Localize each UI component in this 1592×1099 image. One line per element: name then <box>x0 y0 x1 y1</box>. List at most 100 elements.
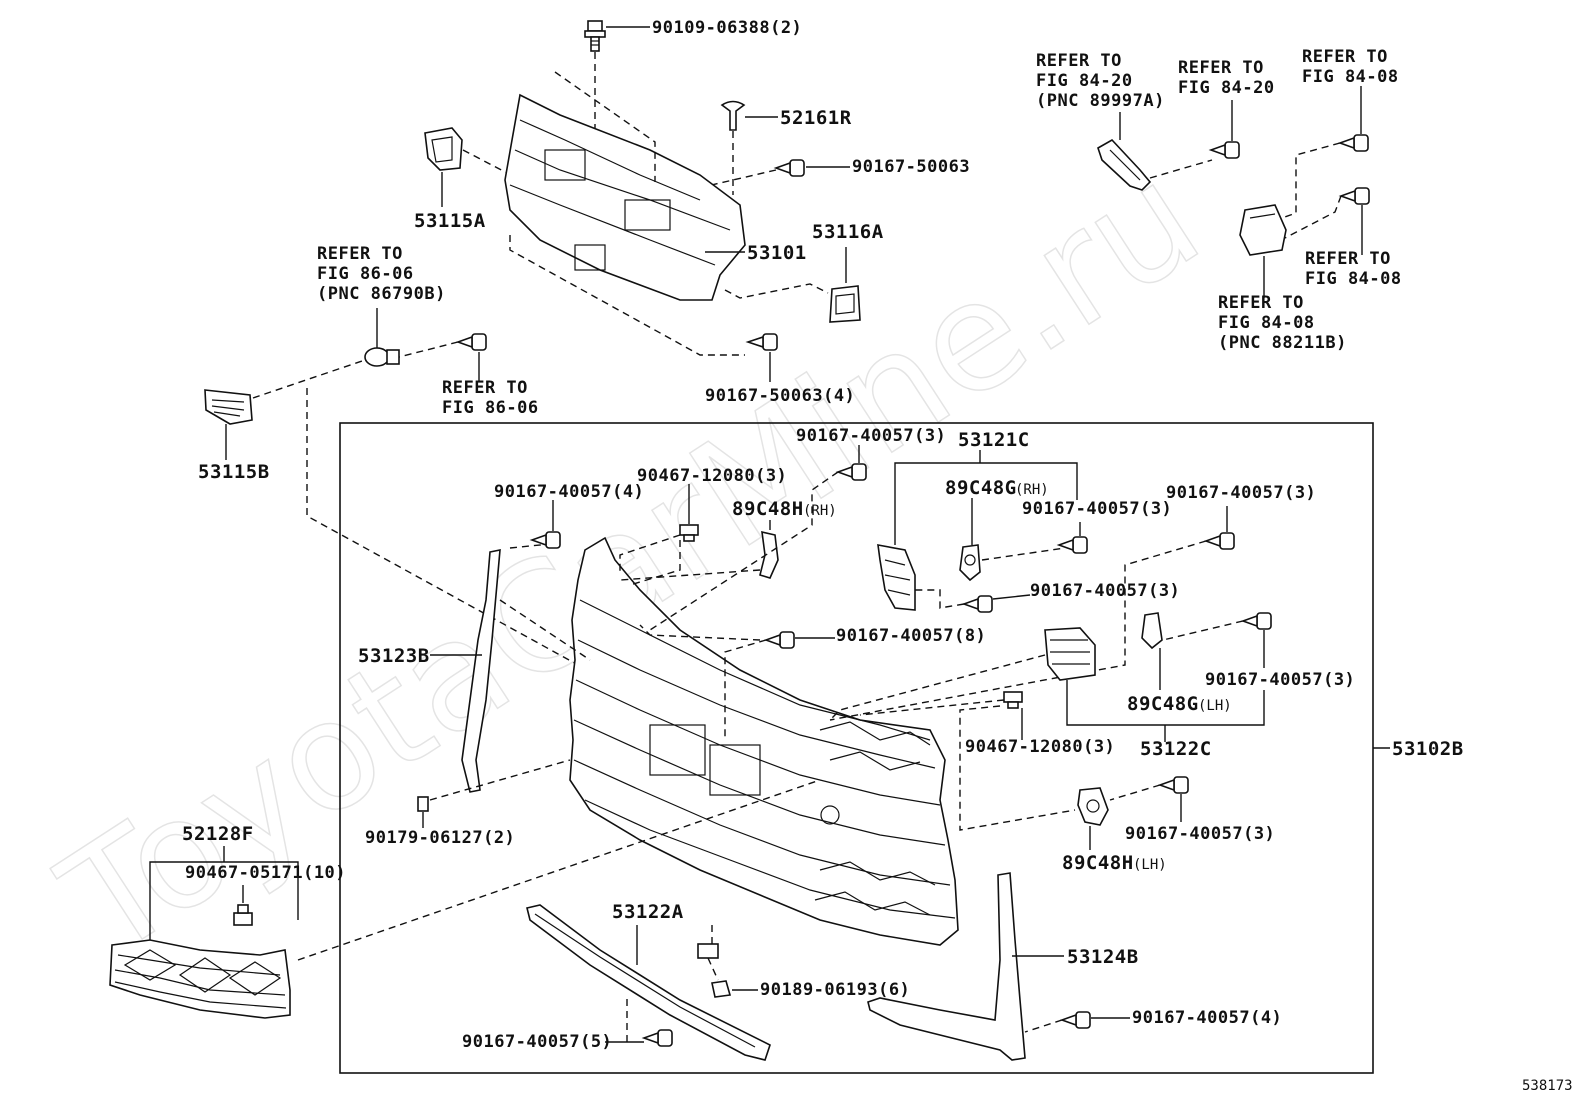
svg-text:FIG 84-20: FIG 84-20 <box>1178 78 1275 98</box>
label-clip-upper: 90467-12080(3) <box>637 466 787 486</box>
svg-text:FIG 86-06: FIG 86-06 <box>442 398 539 418</box>
screw-center-icon <box>763 631 795 649</box>
refer-84-20-pnc: REFER TO FIG 84-20 (PNC 89997A) <box>1036 51 1165 111</box>
radiator-grille-body <box>569 536 959 946</box>
bracket-53115B-icon <box>204 389 253 425</box>
svg-text:(PNC 86790B): (PNC 86790B) <box>317 284 446 304</box>
bracket-89C48H-LH-icon <box>1077 787 1109 826</box>
clip-mid-icon <box>1003 691 1023 709</box>
bracket-89C48G-RH-icon <box>959 544 981 582</box>
label-53115B: 53115B <box>198 461 270 483</box>
label-screw-89C48H-LH: 90167-40057(3) <box>1125 824 1275 844</box>
refer-84-08-top: REFER TO FIG 84-08 <box>1302 47 1399 87</box>
label-screw-90167-50063: 90167-50063 <box>852 157 970 177</box>
screw-89C48H-LH-icon <box>1157 776 1189 794</box>
label-53116A: 53116A <box>812 221 884 243</box>
molding-53122A-icon <box>526 904 771 1061</box>
label-53102B: 53102B <box>1392 738 1464 760</box>
label-screw-right-rh: 90167-40057(3) <box>1022 499 1172 519</box>
svg-text:REFER TO: REFER TO <box>442 378 528 398</box>
label-53122A: 53122A <box>612 901 684 923</box>
clip-90179-icon <box>417 796 429 812</box>
bracket-53122C-icon <box>1044 627 1096 681</box>
connector-86790B-icon <box>364 347 400 367</box>
svg-text:REFER TO: REFER TO <box>1218 293 1304 313</box>
screw-left-upper-icon <box>529 531 561 549</box>
label-screw-53124B: 90167-40057(4) <box>1132 1008 1282 1028</box>
label-89C48G-RH: 89C48G <box>945 477 1017 499</box>
svg-text:FIG 84-20: FIG 84-20 <box>1036 71 1133 91</box>
label-89C48H-LH-side: (LH) <box>1133 857 1167 873</box>
label-53122C: 53122C <box>1140 738 1212 760</box>
label-53121C: 53121C <box>958 429 1030 451</box>
screw-53124B-icon <box>1059 1011 1091 1029</box>
pin-52161R-icon <box>720 100 746 131</box>
label-52161R: 52161R <box>780 107 852 129</box>
screw-refer-84-08-mid-icon <box>1338 187 1370 205</box>
screw-refer-84-08-top-icon <box>1337 134 1369 152</box>
screw-refer-86-06-icon <box>455 333 487 351</box>
label-clip-90179: 90179-06127(2) <box>365 828 515 848</box>
svg-text:FIG 86-06: FIG 86-06 <box>317 264 414 284</box>
label-89C48H-LH: 89C48H <box>1062 852 1134 874</box>
molding-53123B-icon <box>461 549 501 793</box>
sensor-89997A-icon <box>1097 138 1152 191</box>
figure-number: 538173 <box>1522 1078 1573 1094</box>
label-89C48G-RH-side: (RH) <box>1015 482 1049 498</box>
grille-insert-52128F-icon <box>109 939 291 1019</box>
label-53124B: 53124B <box>1067 946 1139 968</box>
svg-text:FIG 84-08: FIG 84-08 <box>1305 269 1402 289</box>
label-screw-mid: 90167-40057(3) <box>1030 581 1180 601</box>
svg-text:REFER TO: REFER TO <box>317 244 403 264</box>
label-53101: 53101 <box>747 242 807 264</box>
screw-far-right-icon <box>1203 532 1235 550</box>
screw-mid-icon <box>961 595 993 613</box>
refer-84-08-mid: REFER TO FIG 84-08 <box>1305 249 1402 289</box>
svg-text:REFER TO: REFER TO <box>1305 249 1391 269</box>
refer-84-08-pnc: REFER TO FIG 84-08 (PNC 88211B) <box>1218 293 1347 353</box>
screw-top-center-icon <box>835 463 867 481</box>
label-89C48G-LH-side: (LH) <box>1198 698 1232 714</box>
refer-86-06-pnc: REFER TO FIG 86-06 (PNC 86790B) <box>317 244 446 304</box>
label-screw-90167-50063-4: 90167-50063(4) <box>705 386 855 406</box>
bracket-53121C-icon <box>877 544 916 611</box>
label-clip-mid: 90467-12080(3) <box>965 737 1115 757</box>
screw-right-rh-icon <box>1056 536 1088 554</box>
refer-84-20: REFER TO FIG 84-20 <box>1178 58 1275 98</box>
label-screw-far-right: 90167-40057(3) <box>1166 483 1316 503</box>
svg-text:(PNC 89997A): (PNC 89997A) <box>1036 91 1165 111</box>
label-bolt-90109: 90109-06388(2) <box>652 18 802 38</box>
svg-text:REFER TO: REFER TO <box>1036 51 1122 71</box>
label-screw-top-center: 90167-40057(3) <box>796 426 946 446</box>
bracket-53116A-icon <box>829 285 861 323</box>
screw-89C48G-LH-icon <box>1240 612 1272 630</box>
molding-53124B-icon <box>867 872 1026 1061</box>
label-53123B: 53123B <box>358 645 430 667</box>
label-53115A: 53115A <box>414 210 486 232</box>
svg-text:FIG 84-08: FIG 84-08 <box>1302 67 1399 87</box>
label-clip-905171: 90467-05171(10) <box>185 863 346 883</box>
bolt-90109-icon <box>584 20 606 52</box>
screw-90167-50063-icon <box>773 159 805 177</box>
upper-grille-53101 <box>504 93 746 301</box>
label-screw-53122A: 90167-40057(5) <box>462 1032 612 1052</box>
bracket-53115A-icon <box>424 127 463 171</box>
label-89C48H-RH-side: (RH) <box>803 503 837 519</box>
sensor-88211B-icon <box>1239 204 1287 256</box>
screw-refer-84-20-icon <box>1208 141 1240 159</box>
refer-86-06: REFER TO FIG 86-06 <box>442 378 539 418</box>
label-89C48G-LH: 89C48G <box>1127 693 1199 715</box>
label-screw-center: 90167-40057(8) <box>836 626 986 646</box>
bracket-89C48G-LH-icon <box>1141 612 1163 650</box>
screw-90167-50063-4-icon <box>745 333 778 351</box>
label-89C48H-RH: 89C48H <box>732 498 804 520</box>
clip-90189-icon <box>697 943 732 998</box>
svg-text:REFER TO: REFER TO <box>1302 47 1388 67</box>
svg-text:REFER TO: REFER TO <box>1178 58 1264 78</box>
clip-905171-icon <box>233 904 253 926</box>
label-screw-left-upper: 90167-40057(4) <box>494 482 644 502</box>
svg-text:(PNC 88211B): (PNC 88211B) <box>1218 333 1347 353</box>
label-52128F: 52128F <box>182 823 254 845</box>
label-screw-89C48G-LH: 90167-40057(3) <box>1205 670 1355 690</box>
